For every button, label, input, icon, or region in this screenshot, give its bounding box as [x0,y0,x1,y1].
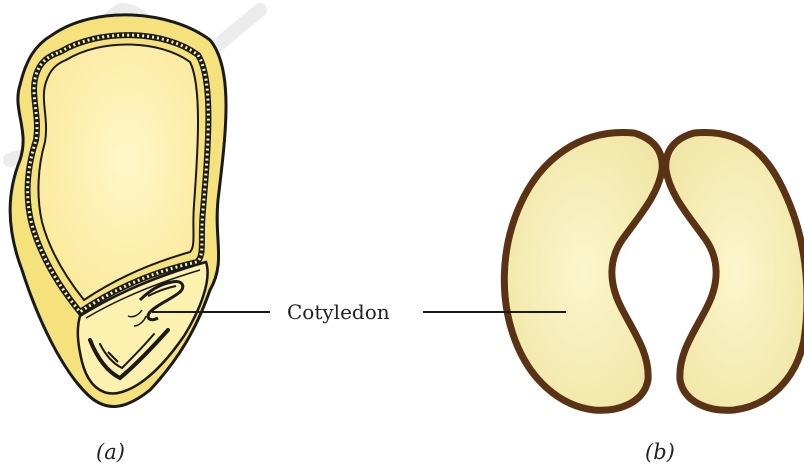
cotyledon-right [666,132,804,410]
label-a: (a) [96,440,125,464]
label-b: (b) [645,440,675,464]
cotyledon-left [504,132,662,410]
monocot-seed [10,15,226,407]
cotyledon-label: Cotyledon [287,300,390,324]
dicot-seed [504,132,804,410]
